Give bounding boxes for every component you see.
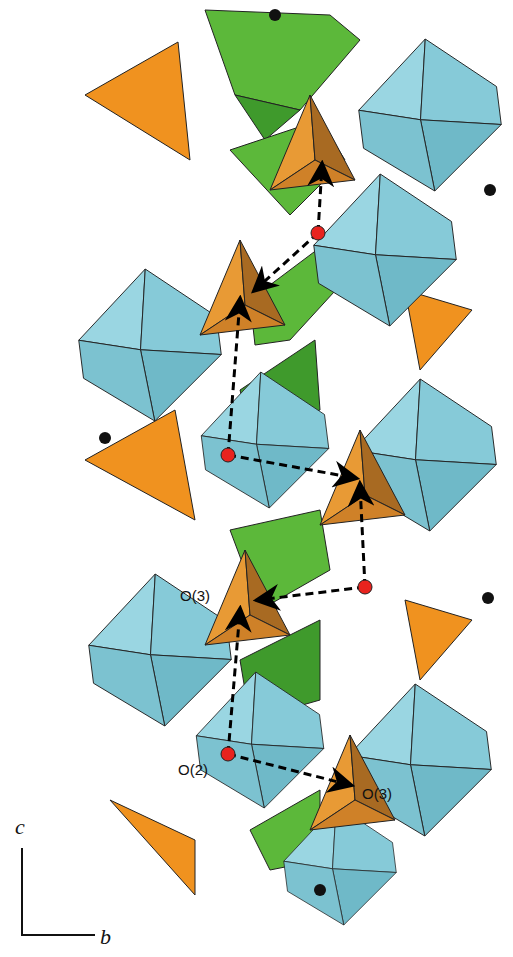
central-tetrahedra-part (270, 95, 355, 190)
outer-tetrahedra-part (85, 410, 195, 520)
bond-arrows-part (228, 455, 355, 478)
bond-arrows-part (228, 754, 350, 785)
black-atoms-part (314, 884, 326, 896)
bond-arrows-part (228, 610, 240, 754)
black-atoms (99, 9, 496, 896)
bond-arrows-part (360, 485, 365, 587)
bond-arrows-part (258, 587, 365, 600)
oxygen-atoms-part (221, 448, 235, 462)
outer-tetrahedra-part (110, 800, 195, 895)
octahedra-part (201, 372, 329, 508)
central-tetrahedra-part (310, 735, 395, 830)
outer-tetrahedra-part (85, 42, 190, 160)
oxygen-atoms-part (311, 226, 325, 240)
octahedra-part (359, 39, 502, 191)
octahedra-part (196, 672, 324, 808)
oxygen-atoms (221, 226, 372, 761)
black-atoms-part (484, 184, 496, 196)
green-polyhedra-part (205, 10, 360, 110)
central-tetrahedra (200, 95, 405, 830)
oxygen-atoms-part (358, 580, 372, 594)
atom-label: O(3) (362, 786, 392, 803)
axis-label: c (15, 815, 25, 839)
black-atoms-part (269, 9, 281, 21)
octahedra-part (89, 574, 232, 726)
bond-arrows-part (318, 165, 322, 233)
outer-tetrahedra-part (405, 600, 472, 680)
atom-label: O(3) (180, 588, 210, 605)
octahedra-part (314, 174, 457, 326)
bond-arrows-part (255, 233, 318, 290)
central-tetrahedra-part (205, 550, 290, 645)
bond-arrows-part (228, 300, 240, 455)
octahedra-part (79, 269, 222, 421)
central-tetrahedra-part (200, 240, 285, 335)
atom-label: O(2) (178, 762, 208, 779)
oxygen-atoms-part (221, 747, 235, 761)
axis-lines (22, 848, 95, 935)
axis-label: b (100, 925, 111, 949)
axis-lines-part (22, 848, 95, 935)
black-atoms-part (99, 432, 111, 444)
central-tetrahedra-part (320, 430, 405, 525)
outer-tetrahedra-part (405, 290, 472, 370)
bond-arrows (228, 165, 365, 785)
black-atoms-part (482, 592, 494, 604)
octahedra (79, 39, 502, 925)
